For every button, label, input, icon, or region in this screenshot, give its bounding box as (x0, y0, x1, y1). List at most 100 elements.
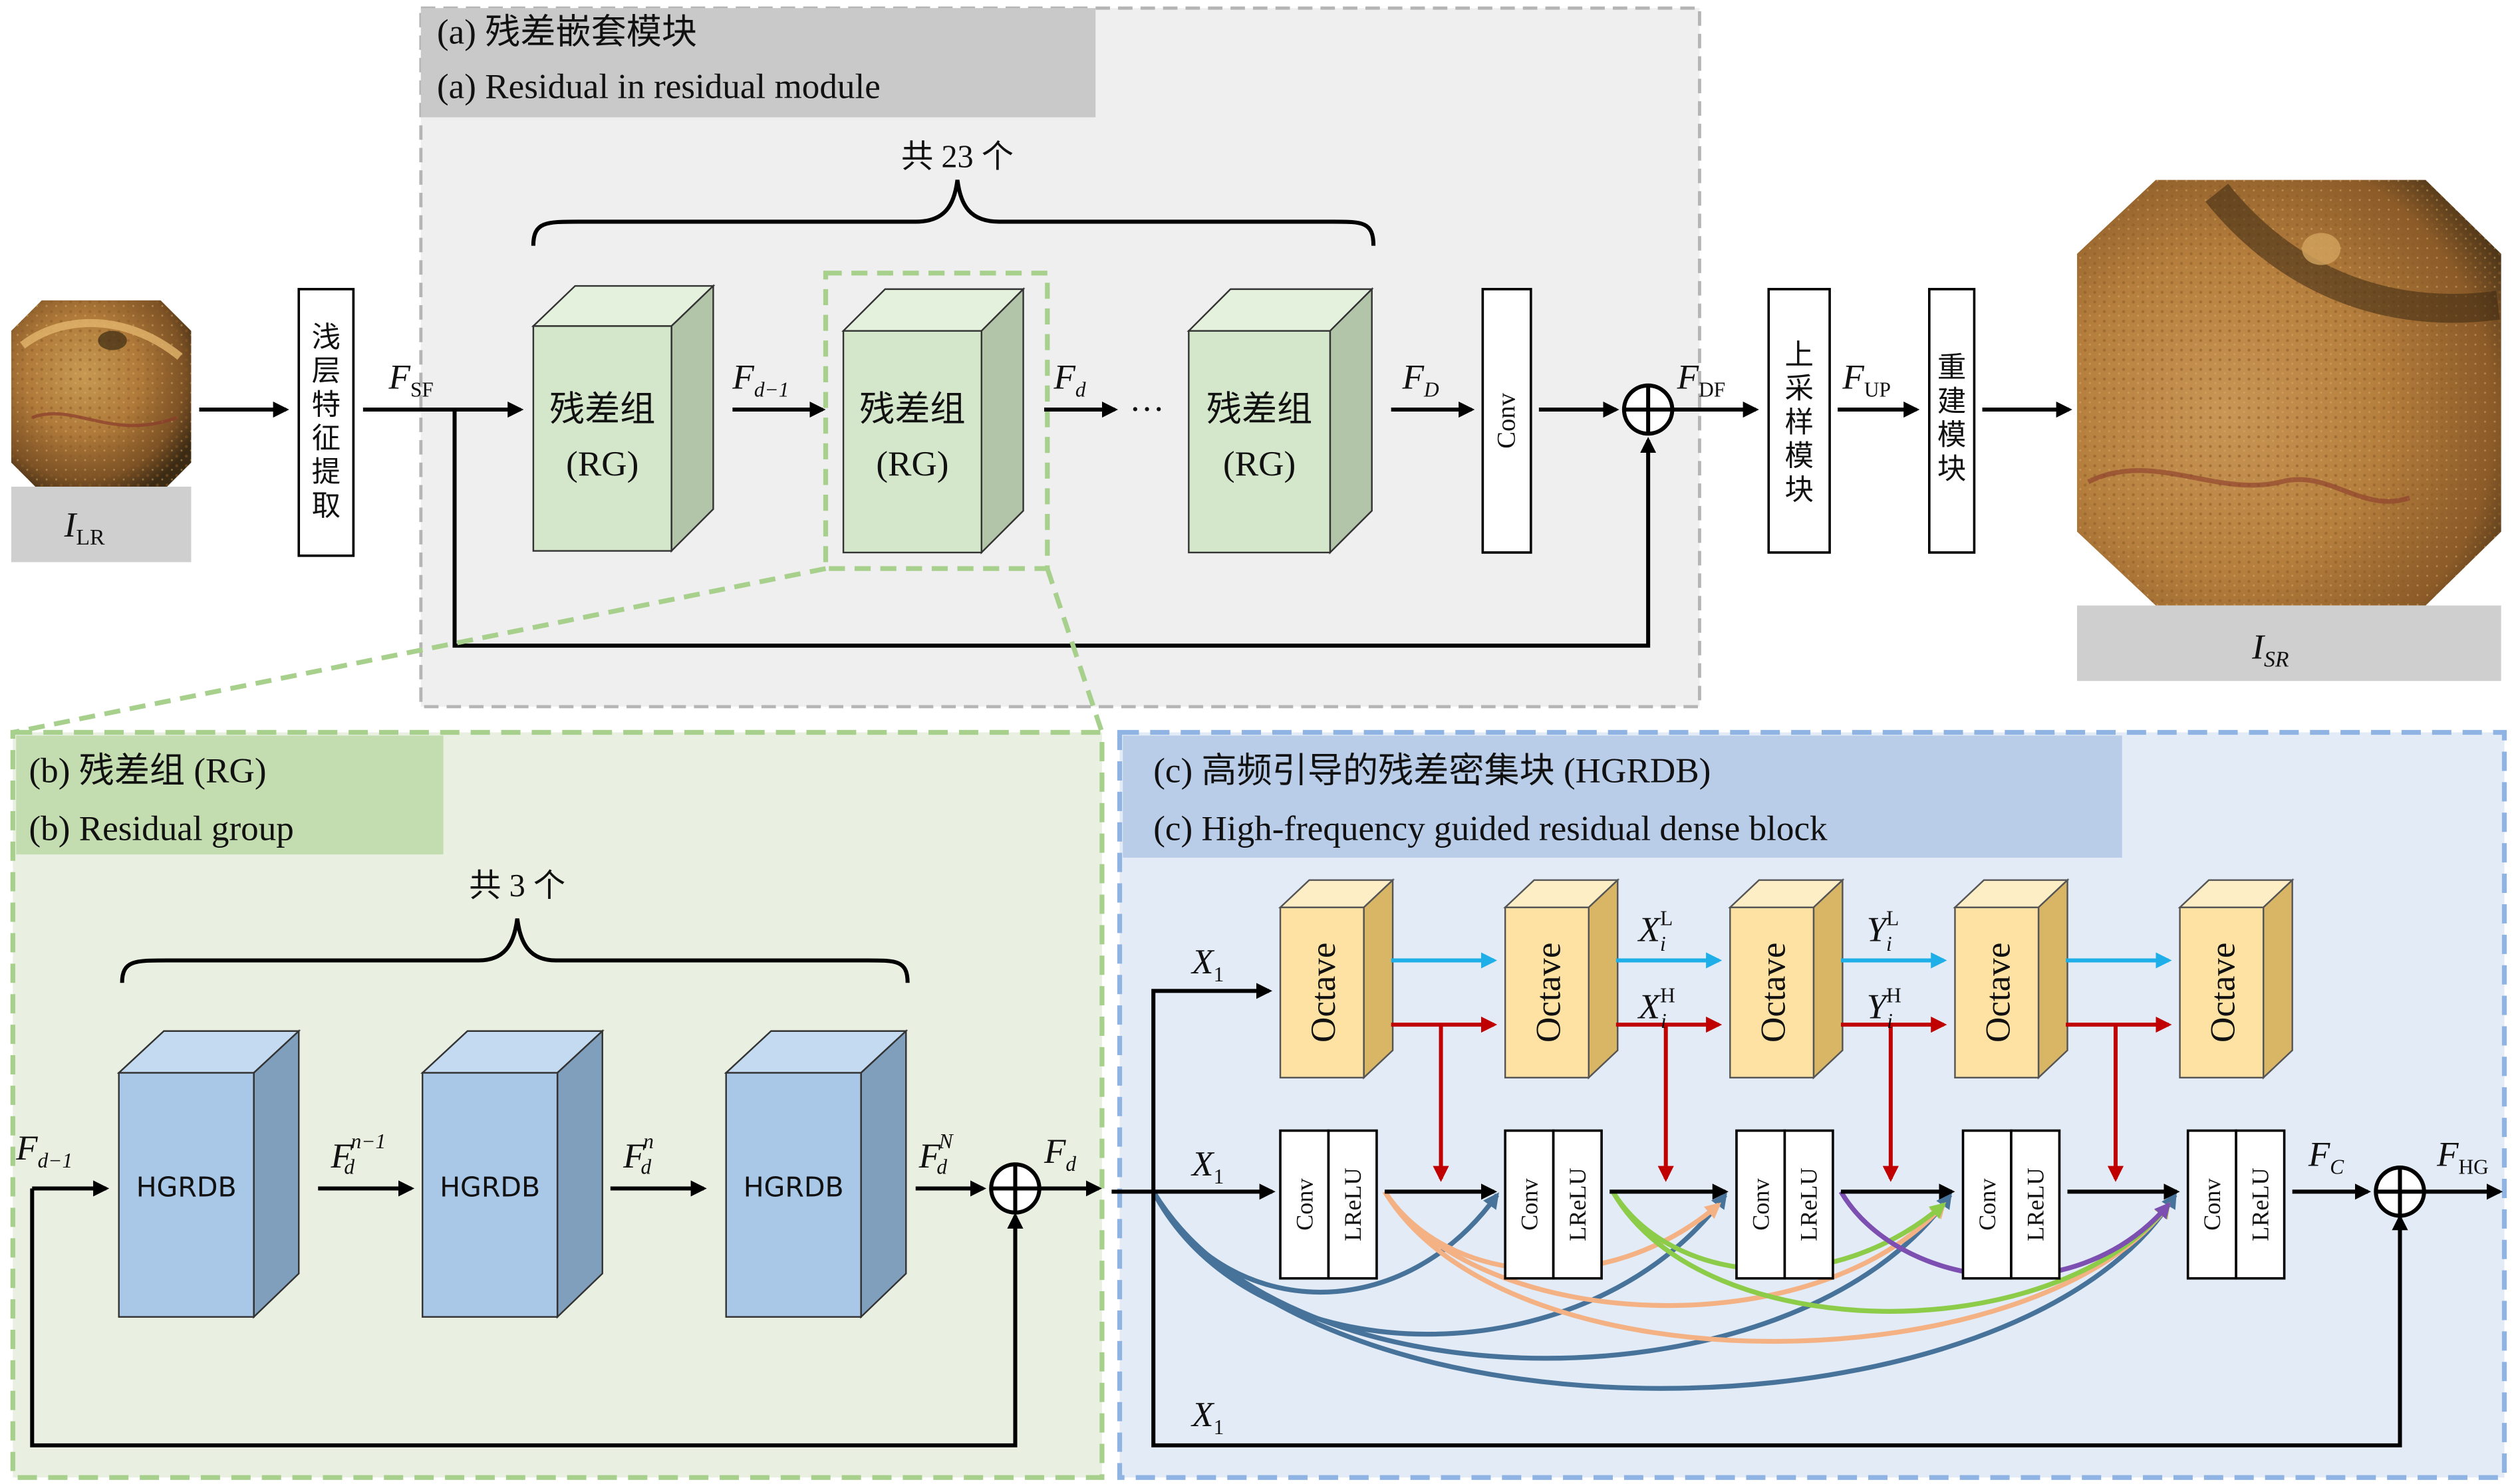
input-lr-label: ILR (64, 506, 105, 550)
svg-text:征: 征 (312, 423, 341, 455)
unit-3-conv: Conv (1747, 1177, 1774, 1230)
high-frequency-path (1391, 1017, 2172, 1182)
unit-4-lrelu: LReLU (2022, 1168, 2048, 1241)
panel-a-title-box (420, 8, 1096, 118)
conv-block-a (1481, 288, 1532, 554)
x1-label-top: X1 (1190, 943, 1224, 986)
shallow-feature-block (297, 288, 355, 557)
unit-1-conv: Conv (1291, 1177, 1318, 1230)
signal-b-f-d1: Fd−1 (15, 1129, 72, 1172)
octave-4-label: Octave (1979, 943, 2018, 1043)
panel-b-title-en: (b) Residual group (29, 809, 293, 848)
ellipsis: ··· (1129, 390, 1165, 429)
rg-3-label-en: (RG) (1223, 445, 1296, 483)
svg-text:样: 样 (1784, 407, 1813, 439)
octave-block-1: Octave (1278, 878, 1395, 1080)
conv-lrelu-unit-5: Conv LReLU (2186, 1129, 2286, 1280)
reconstruction-label: 重 建 模 块 (1937, 352, 1966, 485)
unit-5-lrelu: LReLU (2247, 1168, 2273, 1241)
unit-4-conv: Conv (1974, 1177, 2001, 1230)
svg-text:层: 层 (312, 356, 341, 388)
hgrdb-1-label: HGRDB (136, 1172, 237, 1203)
input-lr-image (11, 300, 192, 562)
unit-1-lrelu: LReLU (1339, 1168, 1366, 1241)
panel-a: (a) 残差嵌套模块 (a) Residual in residual modu… (11, 6, 1701, 709)
conv-lrelu-unit-4: Conv LReLU (1961, 1129, 2061, 1280)
signal-f-DF: FDF (1677, 358, 1726, 402)
panel-a-title-zh: (a) 残差嵌套模块 (437, 13, 697, 51)
zoom-line-left (12, 566, 827, 735)
svg-text:重: 重 (1937, 352, 1966, 384)
rg-3-label-zh: 残差组 (1206, 390, 1312, 429)
panel-c: (c) 高频引导的残差密集块 (HGRDB) (c) High-frequenc… (1111, 729, 2507, 1480)
rg-block-2: 残差组 (RG) (841, 287, 1026, 555)
conv-lrelu-unit-2: Conv LReLU (1504, 1129, 1603, 1280)
rg-2-label-zh: 残差组 (859, 390, 965, 429)
signal-f-sf: FSF (388, 358, 434, 402)
zoom-line-right (1045, 567, 1105, 733)
signal-b-f-d-out: Fd (1044, 1132, 1076, 1175)
signal-f-d: Fd (1053, 358, 1085, 402)
global-skip-connection (452, 410, 1657, 648)
curve-orange-3 (1382, 1190, 2171, 1344)
rg-block-1: 残差组 (RG) (531, 284, 716, 553)
rg-block-3: 残差组 (RG) (1187, 287, 1374, 555)
svg-text:块: 块 (1937, 453, 1966, 485)
panel-b-title-box (16, 735, 444, 855)
panel-c-title-zh: (c) 高频引导的残差密集块 (HGRDB) (1153, 751, 1711, 790)
hgrdb-block-2: HGRDB (420, 1029, 605, 1319)
panel-a-brace (531, 180, 1376, 246)
octave-2-label: Octave (1529, 943, 1568, 1043)
output-sr-image (2077, 180, 2501, 681)
signal-f-UP: FUP (1842, 358, 1891, 402)
octave-3-label: Octave (1754, 943, 1792, 1043)
signal-f-d1: Fd−1 (732, 358, 789, 402)
panel-a-title-en: (a) Residual in residual module (437, 67, 881, 106)
curve-green-2 (1610, 1190, 2171, 1314)
conv-lrelu-unit-1: Conv LReLU (1279, 1129, 1378, 1280)
panel-b-skip-connection (30, 1188, 1024, 1447)
hgrdb-2-label: HGRDB (440, 1172, 540, 1203)
unit-2-conv: Conv (1516, 1177, 1542, 1230)
unit-2-lrelu: LReLU (1564, 1168, 1591, 1241)
svg-text:模: 模 (1937, 420, 1966, 451)
octave-block-3: Octave (1728, 878, 1845, 1080)
conv-lrelu-unit-3: Conv LReLU (1735, 1129, 1834, 1280)
signal-f-hg: FHG (2436, 1136, 2489, 1179)
panel-b-count-label: 共 3 个 (469, 868, 565, 904)
hgrdb-block-3: HGRDB (724, 1029, 908, 1319)
rg-1-label-zh: 残差组 (549, 390, 655, 429)
curve-blue-4 (1151, 1190, 2177, 1391)
sum-node-b (989, 1162, 1042, 1215)
x1-label-mid: X1 (1190, 1145, 1224, 1188)
octave-block-2: Octave (1503, 878, 1620, 1080)
x1-skip-line (1151, 1191, 2408, 1447)
panel-b-brace (120, 918, 910, 983)
octave-1-label: Octave (1304, 943, 1343, 1043)
signal-f-D: FD (1402, 358, 1439, 402)
shallow-feature-label: 浅 层 特 征 提 取 (312, 322, 341, 523)
svg-text:建: 建 (1937, 386, 1966, 418)
upsample-block (1767, 288, 1831, 554)
hgrdb-block-1: HGRDB (116, 1029, 301, 1319)
svg-text:取: 取 (312, 490, 341, 522)
x1-label-bottom: X1 (1190, 1396, 1224, 1439)
sum-node-a (1621, 383, 1675, 436)
reconstruction-block (1928, 288, 1976, 554)
octave-block-5: Octave (2177, 878, 2295, 1080)
svg-text:上: 上 (1784, 339, 1813, 371)
svg-text:采: 采 (1784, 373, 1813, 405)
rg-1-label-en: (RG) (566, 445, 638, 483)
curve-orange-2 (1382, 1190, 1946, 1308)
svg-text:模: 模 (1784, 441, 1813, 473)
x1-to-octave-line (1151, 983, 1272, 1192)
panel-a-count-label: 共 23 个 (901, 139, 1014, 174)
octave-5-label: Octave (2204, 943, 2243, 1043)
panel-c-title-en: (c) High-frequency guided residual dense… (1153, 809, 1828, 848)
